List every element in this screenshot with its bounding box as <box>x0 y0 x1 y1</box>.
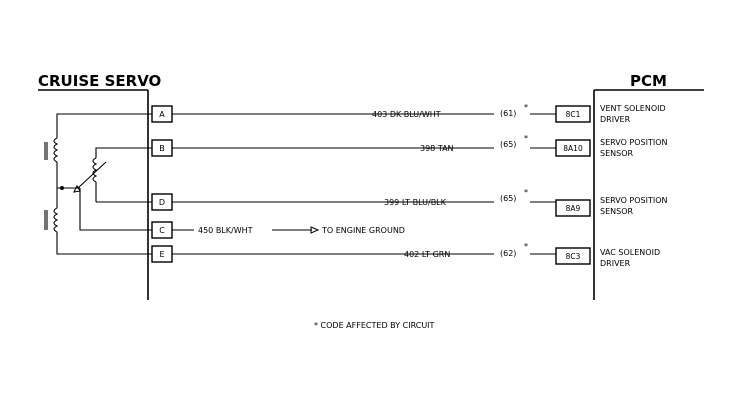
servo-pin-e: E <box>151 245 173 263</box>
vac-solenoid-coil-icon <box>44 186 152 255</box>
wire-label: 398 TAN <box>420 144 454 153</box>
pcm-pin-box <box>555 105 591 123</box>
circuit-desc-2: SENSOR <box>600 207 633 216</box>
pcm: PCM <box>593 72 704 300</box>
wire-label: 403 DK BLU/WHT <box>372 110 441 119</box>
ground-label: TO ENGINE GROUND <box>321 226 405 235</box>
circuit-desc-2: SENSOR <box>600 149 633 158</box>
servo-pin-c: C <box>151 221 173 239</box>
servo-title: CRUISE SERVO <box>38 72 161 90</box>
circuit-desc: SERVO POSITION <box>600 196 668 205</box>
pcm-pin-box <box>555 199 591 217</box>
svg-text:A: A <box>159 110 165 119</box>
position-sensor-potentiometer-icon <box>73 147 152 203</box>
svg-text:B: B <box>159 144 165 153</box>
circuit-vac-solenoid: 402 LT GRN (62) * 8C3 VAC SOLENOID DRIVE… <box>172 242 660 268</box>
cruise-servo: CRUISE SERVO A B D C E <box>38 72 173 300</box>
star-mark: * <box>524 242 528 251</box>
circuit-desc: SERVO POSITION <box>600 138 668 147</box>
footnote: * CODE AFFECTED BY CIRCUIT <box>314 321 435 330</box>
vent-solenoid-coil-icon <box>44 113 152 188</box>
pcm-pin: 8C1 <box>566 110 581 119</box>
star-mark: * <box>524 188 528 197</box>
circuit-ground: 450 BLK/WHT TO ENGINE GROUND <box>172 226 405 235</box>
pcm-pin-box <box>555 247 591 265</box>
star-mark: * <box>524 134 528 143</box>
pcm-pin-box <box>555 139 591 157</box>
circuit-desc-2: DRIVER <box>600 115 631 124</box>
circuit-servo-position-1: 398 TAN (65) * 8A10 SERVO POSITION SENSO… <box>172 134 668 158</box>
svg-text:D: D <box>159 198 165 207</box>
circuit-vent-solenoid: 403 DK BLU/WHT (61) * 8C1 VENT SOLENOID … <box>172 103 666 124</box>
svg-text:C: C <box>159 226 165 235</box>
pcm-pin: 8A9 <box>566 204 581 213</box>
pcm-pin: 8A10 <box>563 144 583 153</box>
circuit-desc-2: DRIVER <box>600 259 631 268</box>
wire-label: 402 LT GRN <box>404 250 450 259</box>
pcm-title: PCM <box>630 72 667 90</box>
circuit-servo-position-2: 399 LT BLU/BLK (65) * 8A9 SERVO POSITION… <box>172 188 668 217</box>
servo-pin-d: D <box>151 193 173 211</box>
wire-label: 450 BLK/WHT <box>198 226 253 235</box>
circuit-desc: VAC SOLENOID <box>600 248 660 257</box>
code-label: (62) <box>500 249 516 258</box>
pcm-pin: 8C3 <box>566 252 581 261</box>
wire-label: 399 LT BLU/BLK <box>384 198 447 207</box>
code-label: (65) <box>500 140 516 149</box>
svg-text:E: E <box>159 250 164 259</box>
circuit-desc: VENT SOLENOID <box>600 104 666 113</box>
servo-pin-a: A <box>151 105 173 123</box>
code-label: (61) <box>500 109 516 118</box>
arrow-right-icon <box>310 226 320 234</box>
code-label: (65) <box>500 194 516 203</box>
star-mark: * <box>524 103 528 112</box>
servo-pin-b: B <box>151 139 173 157</box>
